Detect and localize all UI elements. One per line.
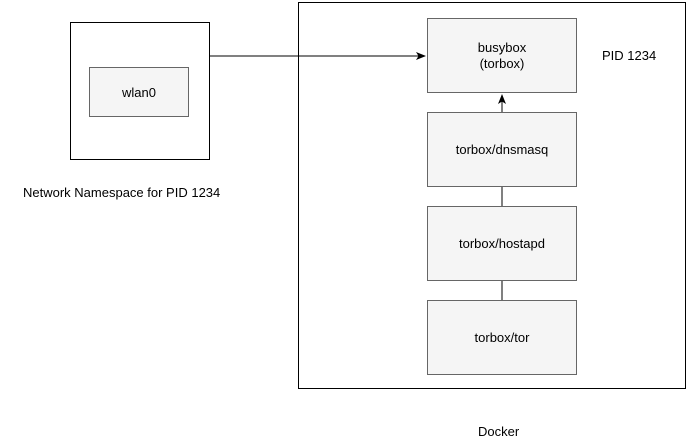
network-namespace-label: Network Namespace for PID 1234 xyxy=(23,185,221,200)
docker-label: Docker xyxy=(478,424,520,439)
hostapd-label: torbox/hostapd xyxy=(458,235,545,251)
tor-label: torbox/tor xyxy=(474,329,530,345)
wlan0-node: wlan0 xyxy=(89,67,189,117)
wlan0-label: wlan0 xyxy=(122,84,156,100)
dnsmasq-label: torbox/dnsmasq xyxy=(455,141,549,157)
tor-node: torbox/tor xyxy=(427,300,577,375)
busybox-node: busybox (torbox) xyxy=(427,18,577,93)
hostapd-node: torbox/hostapd xyxy=(427,206,577,281)
pid-label: PID 1234 xyxy=(602,48,657,63)
dnsmasq-node: torbox/dnsmasq xyxy=(427,112,577,187)
busybox-label: busybox (torbox) xyxy=(477,39,527,71)
